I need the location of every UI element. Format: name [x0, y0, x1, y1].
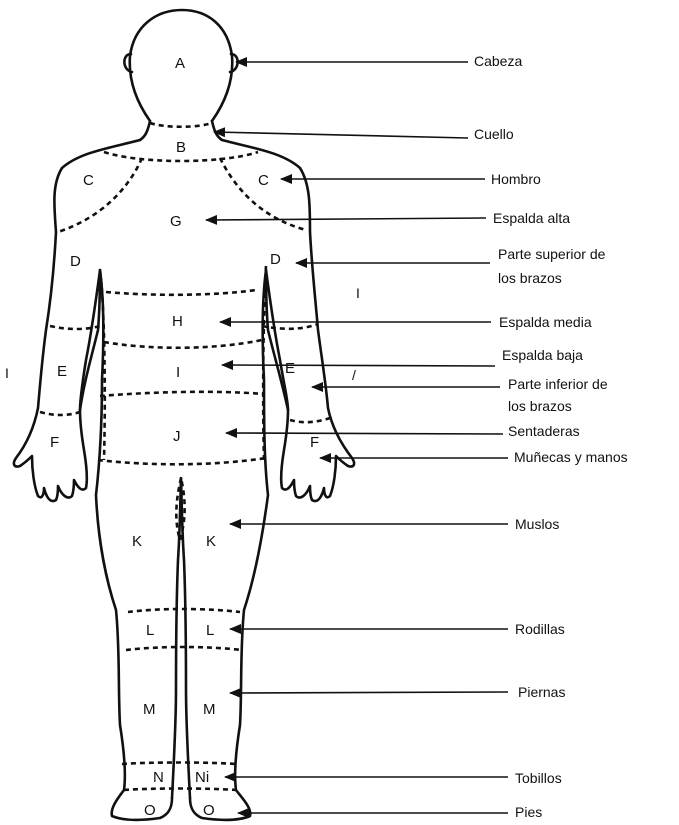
label-cuello: Cuello: [474, 126, 514, 142]
label-espalda-alta: Espalda alta: [493, 210, 570, 226]
label-cabeza: Cabeza: [474, 53, 522, 69]
label-espalda-media: Espalda media: [499, 314, 592, 330]
label-espalda-baja: Espalda baja: [502, 347, 583, 363]
arrow-sentaderas: [226, 433, 503, 434]
label-brazos-inf-1: Parte inferior de: [508, 376, 608, 392]
label-munecas: Muñecas y manos: [514, 449, 628, 465]
low-back-top-line: [104, 340, 262, 348]
wrist-right-line: [290, 418, 330, 422]
ankle-top-line: [122, 763, 236, 765]
zone-m-right: M: [203, 701, 216, 718]
label-muslos: Muslos: [515, 516, 559, 532]
zone-e-left: E: [57, 363, 67, 380]
label-pies: Pies: [515, 804, 542, 820]
zone-n-right: Ni: [195, 769, 209, 786]
wrist-left-line: [40, 412, 80, 415]
knee-bottom-line: [126, 647, 242, 650]
zone-n-left: N: [153, 769, 164, 786]
label-piernas: Piernas: [518, 684, 565, 700]
low-back-bottom-line: [100, 392, 264, 396]
zone-g: G: [170, 213, 182, 230]
zone-f-right: F: [310, 434, 319, 451]
stray-mark-slash: /: [352, 367, 356, 383]
zone-d-right: D: [270, 251, 281, 268]
knee-top-line: [128, 609, 240, 612]
zone-h: H: [172, 313, 183, 330]
zone-k-left: K: [132, 533, 142, 550]
ankle-bottom-line: [124, 789, 236, 791]
neck-right: [212, 121, 222, 140]
zone-i: I: [176, 364, 180, 381]
label-tobillos: Tobillos: [515, 770, 562, 786]
zone-letters: A B C C G D D H E E I F F J K K L L M M …: [50, 55, 319, 819]
zone-m-left: M: [143, 701, 156, 718]
zone-l-right: L: [206, 622, 214, 639]
stray-mark-right: I: [356, 285, 360, 301]
zone-o-right: O: [203, 802, 215, 819]
zone-c-left: C: [83, 172, 94, 189]
label-hombro: Hombro: [491, 171, 541, 187]
arrow-cuello: [214, 132, 468, 138]
mid-back-top-line: [106, 290, 256, 295]
hip-line: [98, 458, 266, 464]
label-brazos-inf-2: los brazos: [508, 398, 572, 414]
zone-a: A: [175, 55, 185, 72]
zone-e-right: E: [285, 360, 295, 377]
zone-j: J: [173, 428, 181, 445]
shoulder-left-line: [58, 158, 142, 232]
zone-f-left: F: [50, 434, 59, 451]
label-brazos-sup-1: Parte superior de: [498, 246, 606, 262]
arrow-espalda-alta: [206, 218, 486, 220]
zone-k-right: K: [206, 533, 216, 550]
pointer-arrows: [206, 62, 508, 813]
label-sentaderas: Sentaderas: [508, 423, 580, 439]
neck-left: [140, 121, 150, 140]
label-rodillas: Rodillas: [515, 621, 565, 637]
inner-legs: [172, 478, 190, 798]
stray-mark-left: I: [5, 365, 9, 381]
zone-l-left: L: [146, 622, 154, 639]
zone-c-right: C: [258, 172, 269, 189]
collar-line: [150, 123, 212, 127]
label-brazos-sup-2: los brazos: [498, 270, 562, 286]
zone-b: B: [176, 139, 186, 156]
body-outline: [14, 10, 354, 820]
arm-left-inner: [80, 270, 100, 410]
arrow-espalda-baja: [222, 365, 495, 366]
body-part-labels: Cabeza Cuello Hombro Espalda alta Parte …: [474, 53, 628, 820]
zone-d-left: D: [70, 253, 81, 270]
upper-arm-right-line: [262, 324, 318, 329]
zone-o-left: O: [144, 802, 156, 819]
body-right-side: [190, 140, 354, 820]
arrow-piernas: [230, 692, 508, 693]
body-left-side: [14, 140, 172, 820]
